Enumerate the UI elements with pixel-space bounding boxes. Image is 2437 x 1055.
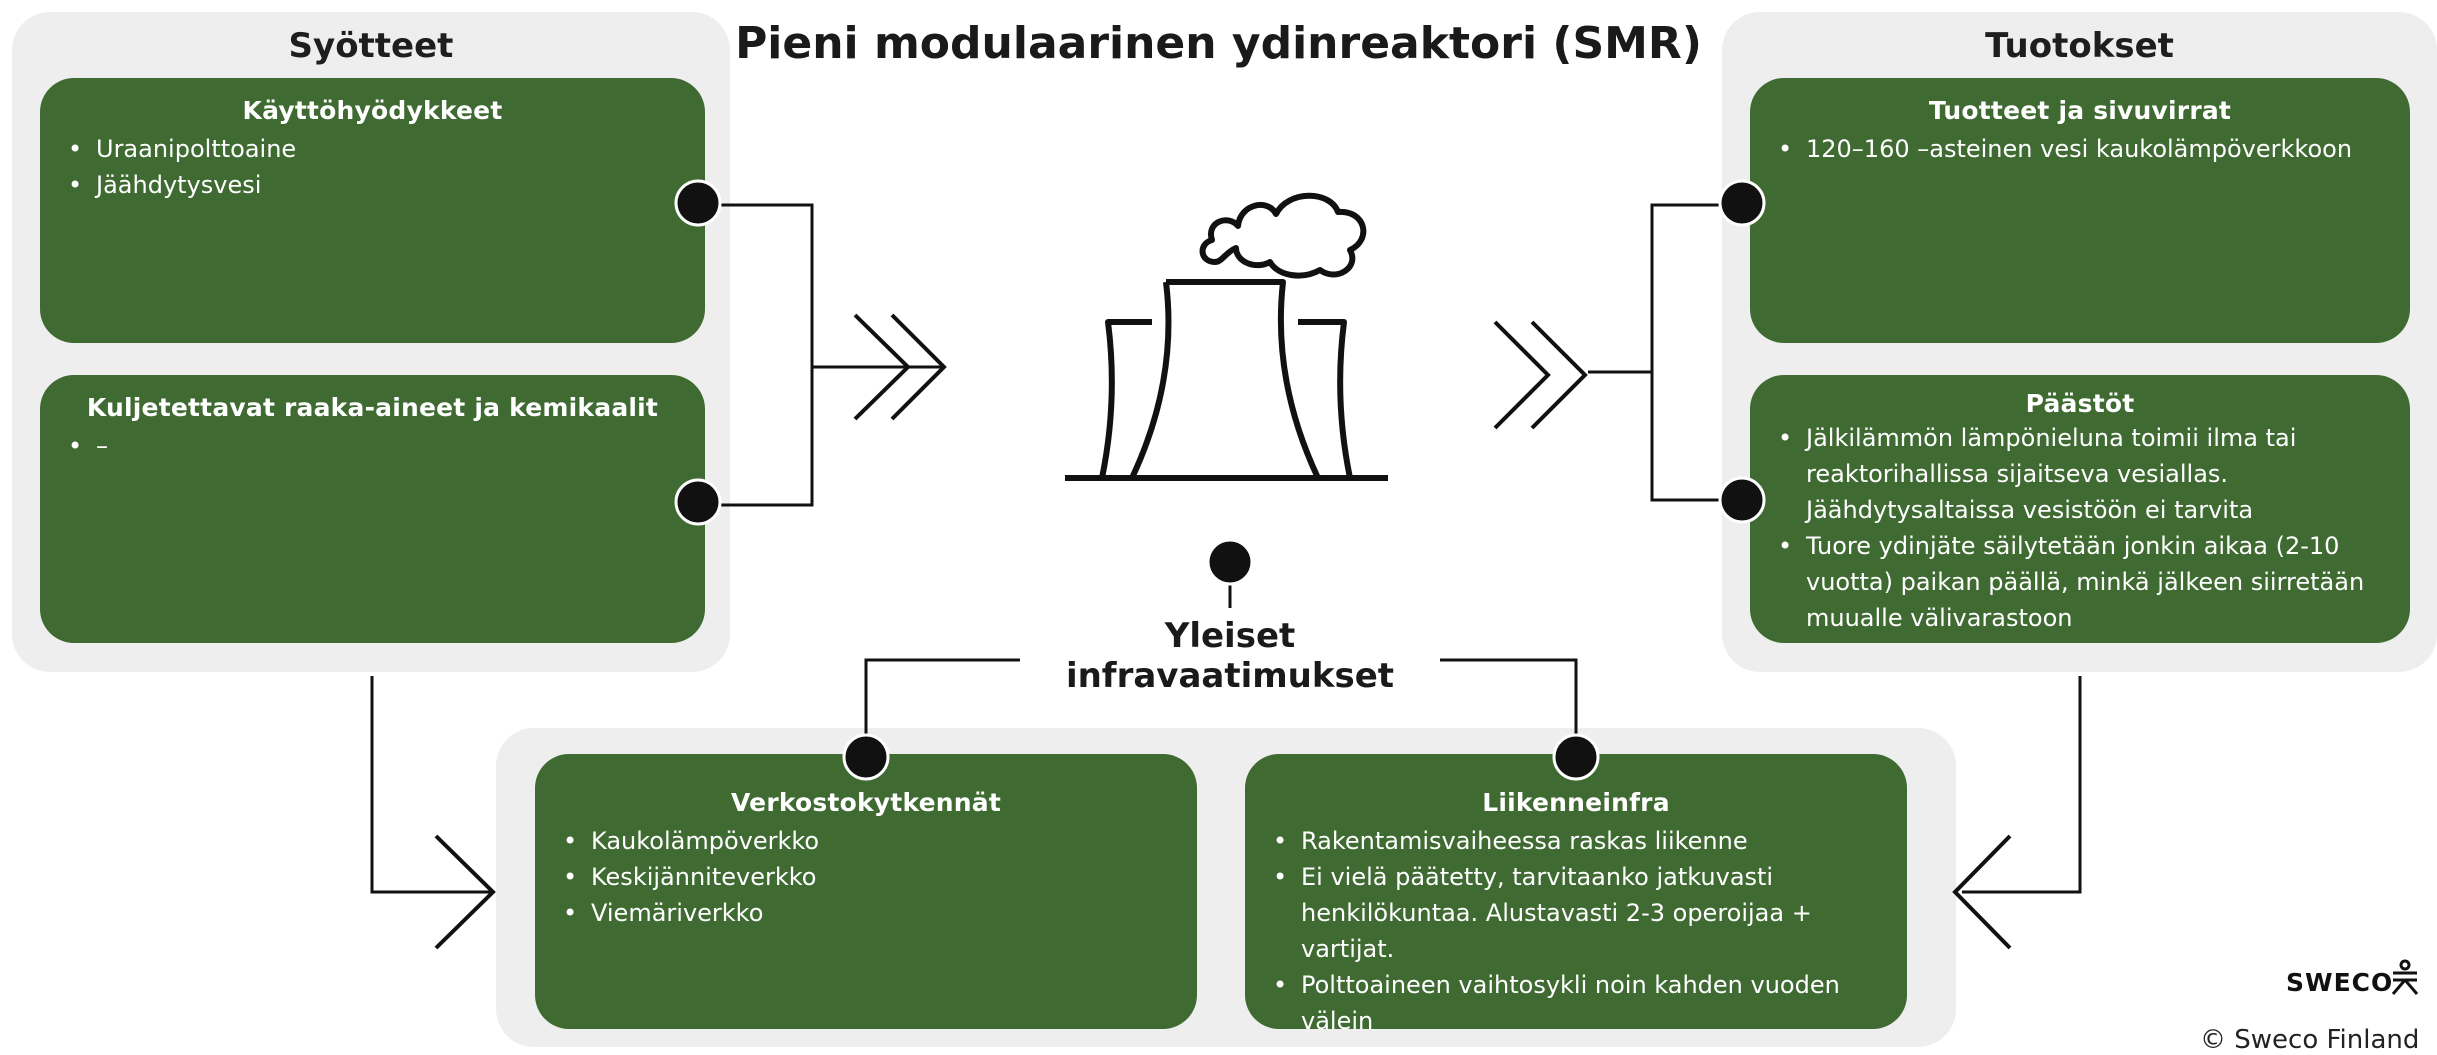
- arrowhead-left-icon: [1952, 834, 2012, 950]
- chevron-right-icon: [1493, 320, 1588, 430]
- list-item: –: [68, 428, 677, 464]
- card-kayttohyodykkeet: Käyttöhyödykkeet Uraanipolttoaine Jäähdy…: [40, 78, 705, 343]
- card-tuotteet: Tuotteet ja sivuvirrat 120–160 –asteinen…: [1750, 78, 2410, 343]
- list-item: Kaukolämpöverkko: [563, 823, 1169, 859]
- connector-dot: [1206, 538, 1254, 586]
- card-paastot: Päästöt Jälkilämmön lämpönieluna toimii …: [1750, 375, 2410, 643]
- card-raaka-aineet: Kuljetettavat raaka-aineet ja kemikaalit…: [40, 375, 705, 643]
- connector-dot: [842, 733, 890, 781]
- list-item: Jäähdytysvesi: [68, 167, 677, 203]
- card-title: Päästöt: [2025, 389, 2135, 418]
- sweco-logo: SWECO: [2286, 968, 2394, 997]
- copyright-text: © Sweco Finland: [2200, 1025, 2420, 1055]
- card-title: Verkostokytkennät: [730, 788, 1001, 817]
- connector-dot: [674, 478, 722, 526]
- cooling-tower-icon: [1065, 192, 1388, 481]
- list-item: Viemäriverkko: [563, 895, 1169, 931]
- list-item: Polttoaineen vaihtosykli noin kahden vuo…: [1273, 967, 1879, 1029]
- list-item: Ei vielä päätetty, tarvitaanko jatkuvast…: [1273, 859, 1879, 967]
- inputs-heading: Syötteet: [288, 26, 454, 66]
- outputs-heading: Tuotokset: [1985, 26, 2174, 66]
- card-verkostokytkennat: Verkostokytkennät Kaukolämpöverkko Keski…: [535, 754, 1197, 1029]
- connector-dot: [1718, 179, 1766, 227]
- list-item: Rakentamisvaiheessa raskas liikenne: [1273, 823, 1879, 859]
- list-item: Tuore ydinjäte säilytetään jonkin aikaa …: [1778, 528, 2382, 636]
- infra-label: Yleiset infravaatimukset: [1020, 612, 1440, 700]
- list-item: Jälkilämmön lämpönieluna toimii ilma tai…: [1778, 420, 2382, 528]
- connector-dot: [1552, 733, 1600, 781]
- chevron-right-icon: [853, 313, 947, 421]
- list-item: 120–160 –asteinen vesi kaukolämpöverkkoo…: [1778, 131, 2382, 167]
- card-title: Tuotteet ja sivuvirrat: [1928, 96, 2232, 125]
- list-item: Uraanipolttoaine: [68, 131, 677, 167]
- page-title: Pieni modulaarinen ydinreaktori (SMR): [735, 18, 1702, 69]
- card-title: Kuljetettavat raaka-aineet ja kemikaalit: [86, 393, 659, 422]
- card-title: Liikenneinfra: [1482, 788, 1670, 817]
- card-liikenneinfra: Liikenneinfra Rakentamisvaiheessa raskas…: [1245, 754, 1907, 1029]
- list-item: Keskijänniteverkko: [563, 859, 1169, 895]
- sweco-logo-icon: [2391, 959, 2419, 995]
- connector-dot: [1718, 476, 1766, 524]
- arrowhead-right-icon: [434, 834, 496, 950]
- connector-dot: [674, 179, 722, 227]
- card-title: Käyttöhyödykkeet: [242, 96, 503, 125]
